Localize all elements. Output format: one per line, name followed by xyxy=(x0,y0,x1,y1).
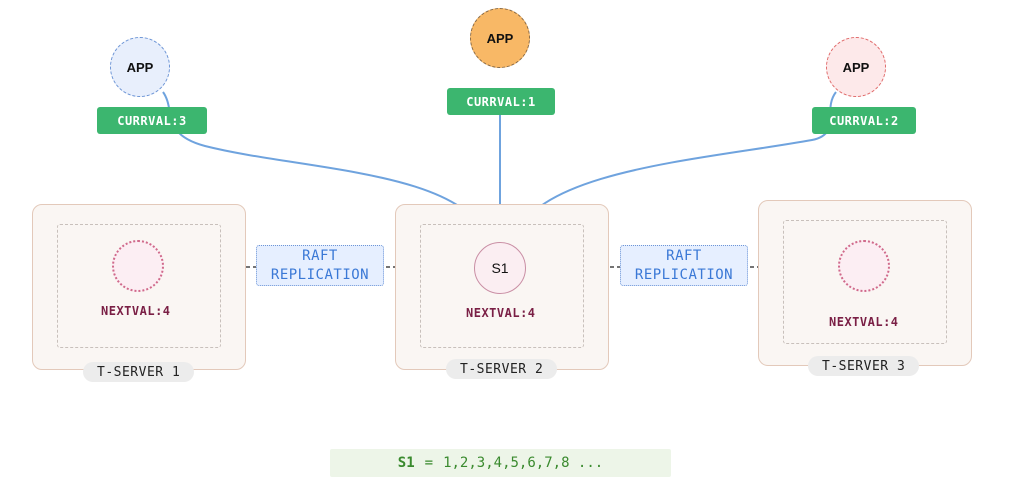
app-label: APP xyxy=(486,30,514,46)
tablet-area xyxy=(783,220,947,344)
sequence-values-name: S1 xyxy=(397,455,415,471)
nextval-label-3: NEXTVAL:4 xyxy=(829,315,899,329)
currval-tag-1: CURRVAL:3 xyxy=(97,107,207,134)
app-node-1: APP xyxy=(110,37,170,97)
tserver-label-3: T-SERVER 3 xyxy=(808,356,920,376)
sequence-leader-circle: S1 xyxy=(474,242,526,294)
sequence-replica-circle-3 xyxy=(838,240,890,292)
raft-label-line1: RAFT xyxy=(302,247,338,264)
raft-label-line2: REPLICATION xyxy=(634,266,734,283)
app-node-2: APP xyxy=(470,8,530,68)
nextval-label-2: NEXTVAL:4 xyxy=(466,306,536,320)
app-label: APP xyxy=(842,59,870,75)
app-label: APP xyxy=(126,59,154,75)
currval-tag-2: CURRVAL:1 xyxy=(447,88,555,115)
sequence-name: S1 xyxy=(491,260,509,276)
raft-replication-label-left: RAFT REPLICATION xyxy=(256,245,384,286)
tserver-label-1: T-SERVER 1 xyxy=(83,362,195,382)
tablet-area xyxy=(420,224,584,348)
tserver-label-2: T-SERVER 2 xyxy=(446,359,558,379)
raft-label-line1: RAFT xyxy=(666,247,702,264)
nextval-label-1: NEXTVAL:4 xyxy=(101,304,171,318)
tablet-area xyxy=(57,224,221,348)
currval-tag-3: CURRVAL:2 xyxy=(812,107,916,134)
sequence-values-equals: = xyxy=(424,455,434,471)
app-node-3: APP xyxy=(826,37,886,97)
raft-label-line2: REPLICATION xyxy=(270,266,370,283)
raft-replication-label-right: RAFT REPLICATION xyxy=(620,245,748,286)
sequence-values-list: 1,2,3,4,5,6,7,8 ... xyxy=(443,455,604,471)
sequence-replica-circle-1 xyxy=(112,240,164,292)
sequence-values-box: S1 = 1,2,3,4,5,6,7,8 ... xyxy=(330,449,671,477)
